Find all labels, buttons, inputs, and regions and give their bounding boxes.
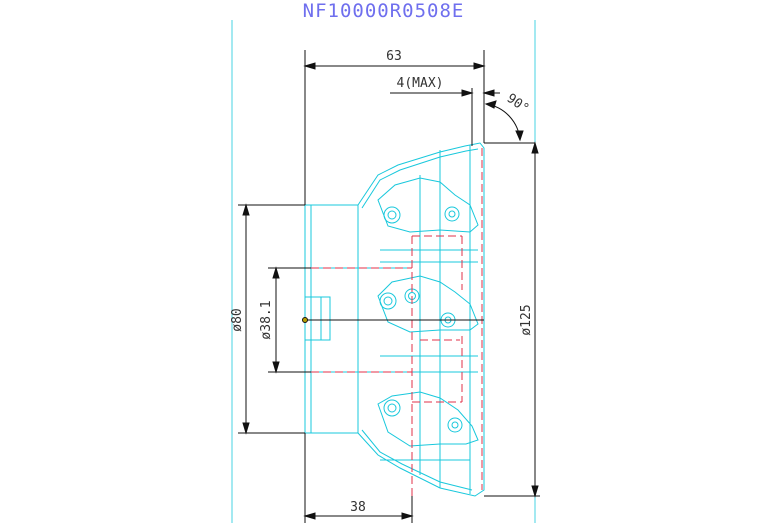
drawing-title: NF10000R0508E [302,0,465,22]
insert-pocket-bottom [377,391,479,447]
body-profile [357,142,485,497]
hidden-lines [311,148,483,520]
screw-hole [383,399,401,417]
dimension-lines [238,50,540,523]
dimension-cutter-diameter: ø125 [519,304,534,335]
insert-pocket-top [377,177,479,233]
dimension-bore-diameter: ø38.1 [259,300,274,339]
screw-hole [447,417,463,433]
dimension-max-depth: 4(MAX) [397,76,444,91]
screw-hole [379,292,397,310]
dimension-angle: 90° [504,91,532,117]
screw-hole [383,206,401,224]
dimension-hub-diameter: ø80 [230,308,245,331]
insert-pocket-middle [377,275,479,333]
dimension-body-length: 38 [350,500,366,515]
screw-hole [444,206,460,222]
hub-outline [304,204,359,434]
key-slot [305,296,331,341]
dimension-overall-length: 63 [386,49,402,64]
